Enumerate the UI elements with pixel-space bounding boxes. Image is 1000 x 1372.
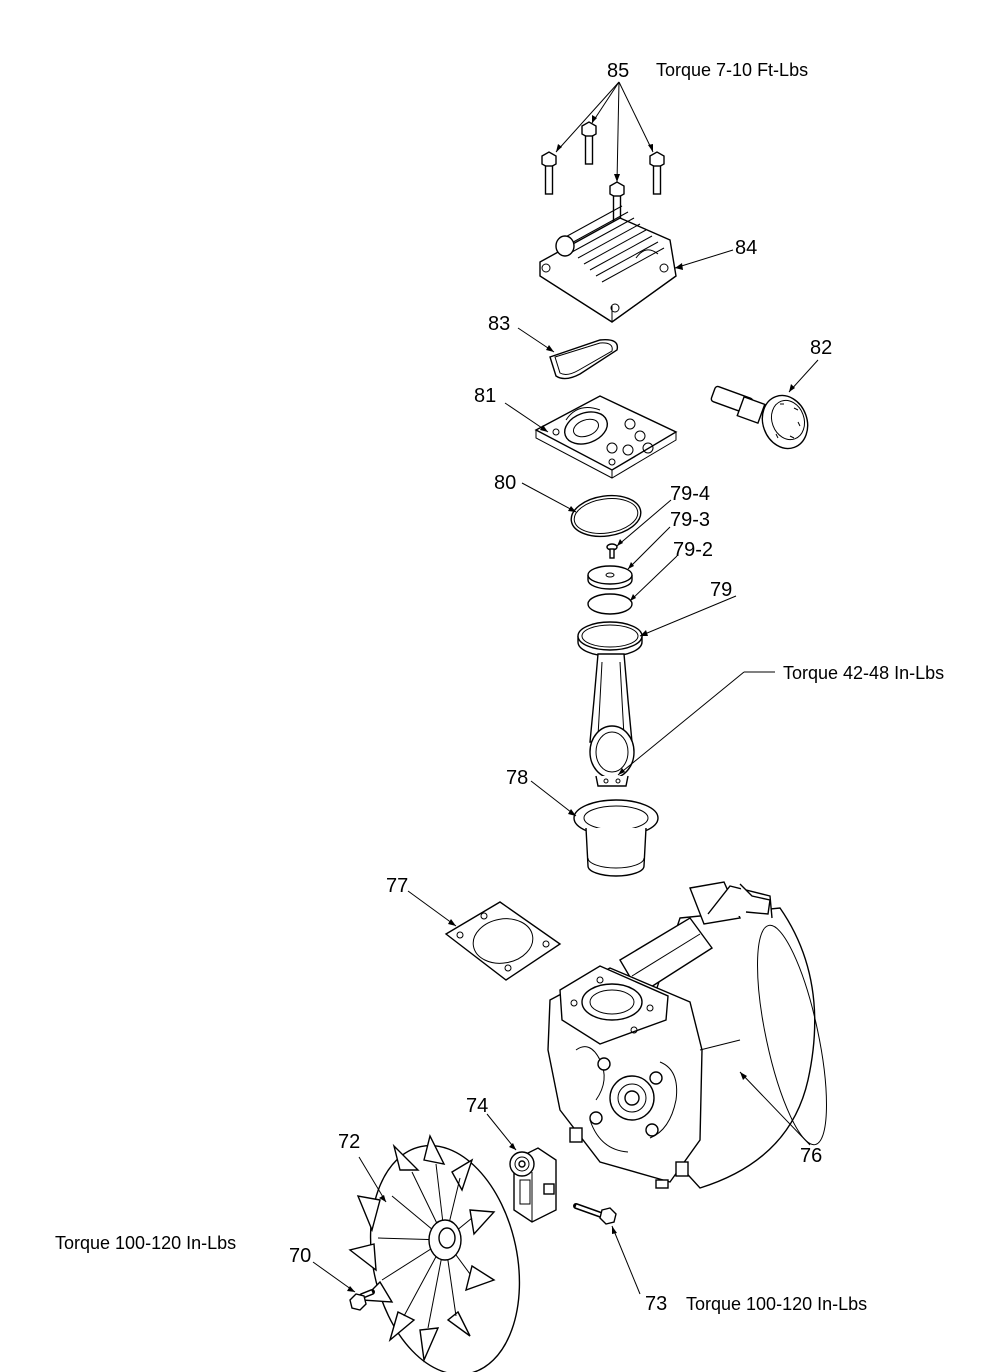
cylinder-head-84 <box>539 205 677 323</box>
callout-82: 82 <box>810 337 832 359</box>
leader-lines-85 <box>555 81 654 183</box>
piston-sleeve-79-2 <box>587 593 633 615</box>
callout-70: 70 <box>289 1245 311 1267</box>
base-gasket-77 <box>444 901 562 981</box>
unloader-valve-82 <box>710 385 809 450</box>
callout-79-2: 79-2 <box>673 539 713 561</box>
callout-79-3: 79-3 <box>670 509 710 531</box>
retainer-79-3 <box>587 565 633 590</box>
fan-bracket-74 <box>509 1147 557 1223</box>
torque-note-rod: Torque 42-48 In-Lbs <box>783 663 944 683</box>
o-ring-80 <box>570 494 642 538</box>
callout-79-4: 79-4 <box>670 483 710 505</box>
torque-note-fan: Torque 100-120 In-Lbs <box>55 1233 236 1253</box>
callout-83: 83 <box>488 313 510 335</box>
cylinder-sleeve-78 <box>573 799 659 877</box>
callout-78: 78 <box>506 767 528 789</box>
motor-crankcase-76 <box>547 881 827 1189</box>
callout-79: 79 <box>710 579 732 601</box>
callout-76: 76 <box>800 1145 822 1167</box>
callout-72: 72 <box>338 1131 360 1153</box>
callout-77: 77 <box>386 875 408 897</box>
torque-note-head: Torque 7-10 Ft-Lbs <box>656 60 808 80</box>
callout-84: 84 <box>735 237 757 259</box>
connecting-rod-79 <box>577 621 643 787</box>
screw-79-4 <box>606 543 618 559</box>
callout-73: 73 <box>645 1293 667 1315</box>
callout-81: 81 <box>474 385 496 407</box>
head-gasket-83 <box>549 339 619 380</box>
head-bolts-85 <box>541 121 665 225</box>
fan-bolt-70 <box>349 1289 375 1311</box>
callout-80: 80 <box>494 472 516 494</box>
callout-74: 74 <box>466 1095 488 1117</box>
valve-plate-81 <box>534 395 678 479</box>
bolt-73 <box>573 1203 617 1225</box>
torque-note-bolt: Torque 100-120 In-Lbs <box>686 1294 867 1314</box>
callout-85: 85 <box>607 60 629 82</box>
